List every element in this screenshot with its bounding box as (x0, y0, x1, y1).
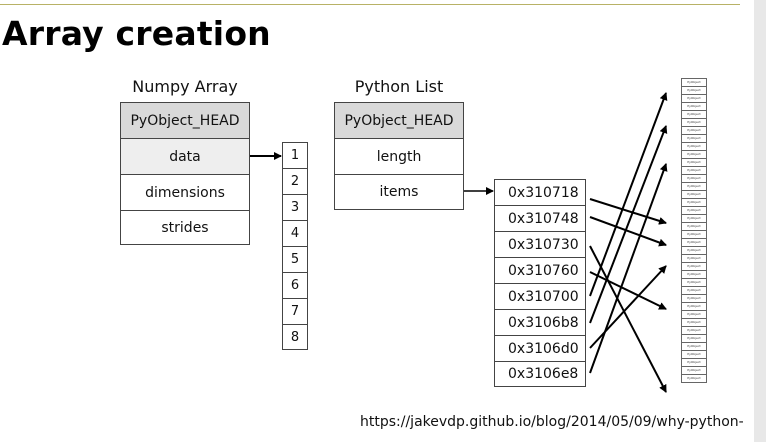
heap-object-label: PyObject (687, 344, 701, 348)
heap-object-label: PyObject (687, 184, 701, 188)
reference-arrow (589, 216, 667, 247)
pointer-cell: 0x3106e8 (494, 361, 586, 387)
heap-object-label: PyObject (687, 232, 701, 236)
heap-object-label: PyObject (687, 160, 701, 164)
heap-object-label: PyObject (687, 144, 701, 148)
heap-object-label: PyObject (687, 192, 701, 196)
numpy-caption: Numpy Array (132, 77, 238, 96)
heap-object-label: PyObject (687, 200, 701, 204)
heap-object-label: PyObject (687, 288, 701, 292)
heap-object-label: PyObject (687, 320, 701, 324)
reference-arrow (589, 265, 667, 349)
heap-object-label: PyObject (687, 88, 701, 92)
heap-object-label: PyObject (687, 280, 701, 284)
heap-object-label: PyObject (687, 216, 701, 220)
heap-object-label: PyObject (687, 136, 701, 140)
source-url: https://jakevdp.github.io/blog/2014/05/0… (360, 414, 744, 430)
reference-arrow (589, 125, 668, 324)
reference-arrow (589, 163, 668, 374)
heap-object-label: PyObject (687, 264, 701, 268)
heap-object-label: PyObject (687, 352, 701, 356)
heap-object-label: PyObject (687, 176, 701, 180)
heap-object-label: PyObject (687, 336, 701, 340)
pointer-cell: 0x310700 (494, 283, 586, 310)
buffer-cell: 1 (282, 142, 308, 169)
buffer-cell: 5 (282, 246, 308, 273)
heap-object-label: PyObject (687, 248, 701, 252)
buffer-cell: 8 (282, 324, 308, 350)
object-reference-arrows (589, 92, 668, 393)
pointer-cell: 0x310730 (494, 231, 586, 258)
heap-object-label: PyObject (687, 296, 701, 300)
pylist-caption: Python List (354, 77, 444, 96)
pylist-field-length: length (334, 138, 464, 175)
heap-object-label: PyObject (687, 104, 701, 108)
reference-arrow (589, 245, 667, 393)
heap-object-label: PyObject (687, 304, 701, 308)
reference-arrow (589, 271, 667, 310)
buffer-cell: 4 (282, 220, 308, 247)
top-rule (0, 4, 740, 5)
heap-object-label: PyObject (687, 240, 701, 244)
heap-object: PyObject (681, 374, 707, 383)
heap-object-label: PyObject (687, 120, 701, 124)
buffer-cell: 3 (282, 194, 308, 221)
reference-arrow (589, 198, 667, 225)
heap-object-label: PyObject (687, 312, 701, 316)
numpy-field-strides: strides (120, 210, 250, 245)
heap-object-label: PyObject (687, 368, 701, 372)
reference-arrow (589, 92, 668, 297)
pylist-field-items: items (334, 174, 464, 210)
heap-object-label: PyObject (687, 360, 701, 364)
pointer-cell: 0x3106d0 (494, 335, 586, 362)
buffer-cell: 6 (282, 272, 308, 299)
pointer-cell: 0x3106b8 (494, 309, 586, 336)
buffer-cell: 7 (282, 298, 308, 325)
heap-object-label: PyObject (687, 96, 701, 100)
heap-object-label: PyObject (687, 256, 701, 260)
heap-object-label: PyObject (687, 152, 701, 156)
pylist-field-pyobject-head: PyObject_HEAD (334, 102, 464, 139)
heap-object-label: PyObject (687, 224, 701, 228)
heap-object-label: PyObject (687, 272, 701, 276)
heap-object-label: PyObject (687, 328, 701, 332)
heap-object-label: PyObject (687, 128, 701, 132)
heap-object-label: PyObject (687, 376, 701, 380)
pointer-cell: 0x310718 (494, 179, 586, 206)
numpy-field-pyobject-head: PyObject_HEAD (120, 102, 250, 139)
numpy-field-dimensions: dimensions (120, 174, 250, 211)
heap-object-label: PyObject (687, 168, 701, 172)
heap-object-label: PyObject (687, 112, 701, 116)
heap-object-label: PyObject (687, 208, 701, 212)
heap-object-label: PyObject (687, 80, 701, 84)
slide-title: Array creation (2, 14, 271, 53)
scrollbar[interactable] (754, 0, 766, 442)
